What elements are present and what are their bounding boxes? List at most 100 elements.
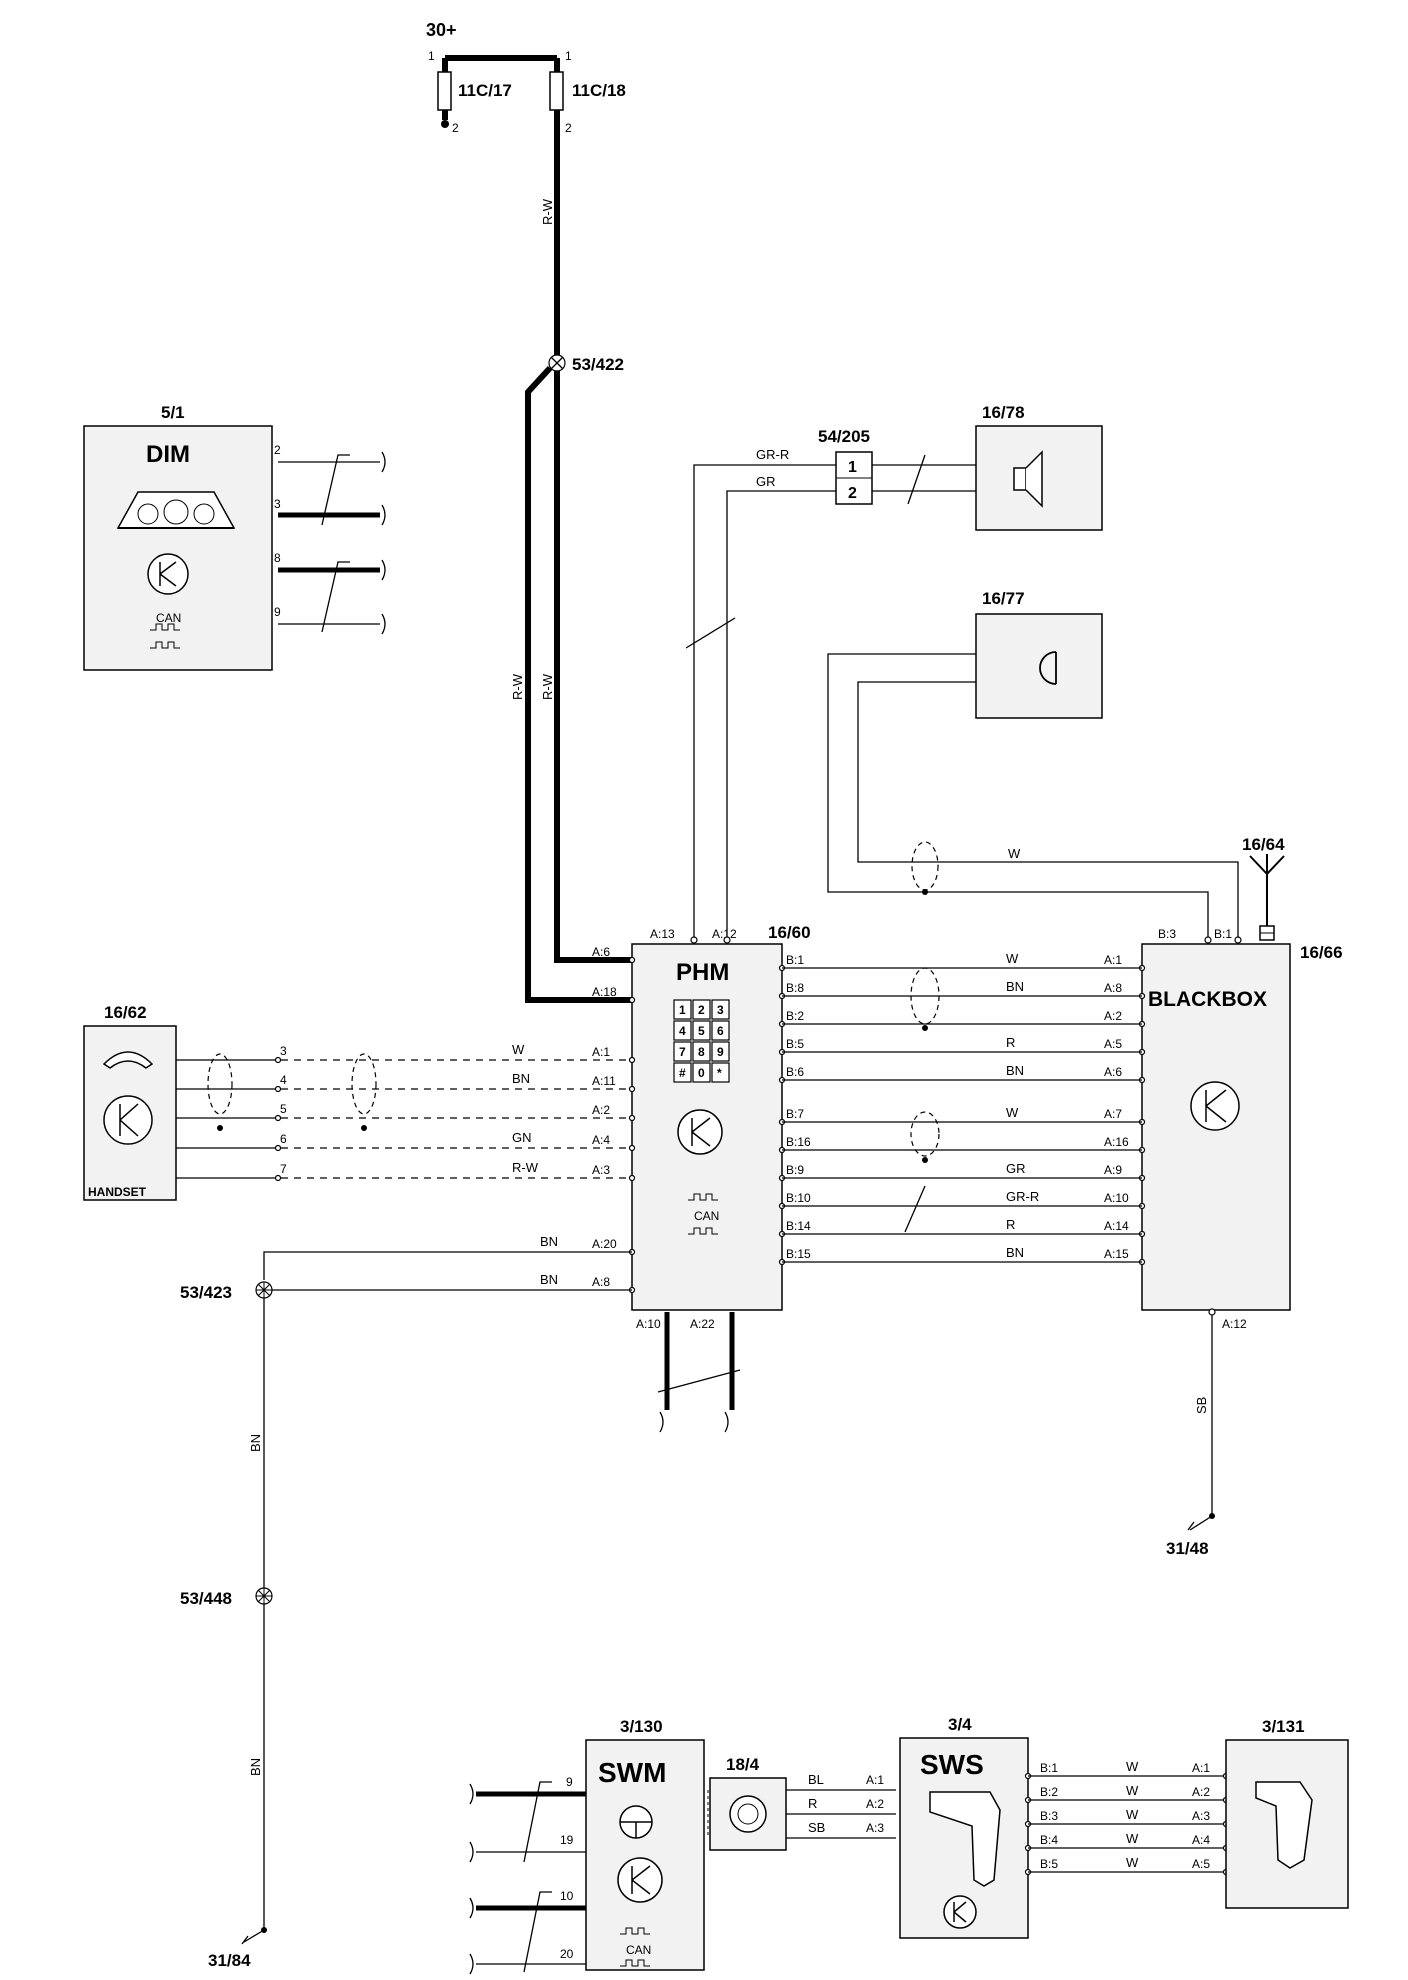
wire-label-rw-left: R-W xyxy=(510,673,525,700)
rw-feed-a18 xyxy=(525,365,632,1003)
blackbox-left-pin-label: A:6 xyxy=(1104,1065,1122,1079)
dim-module xyxy=(83,425,273,671)
fuse-17-pin2: 2 xyxy=(452,121,459,135)
keypad-key xyxy=(711,1041,730,1062)
clockspring-contacts xyxy=(703,1790,709,1838)
handset-pin-label: 7 xyxy=(280,1162,287,1176)
blackbox-title: BLACKBOX xyxy=(1148,988,1267,1011)
wire-label-sb: SB xyxy=(1194,1397,1209,1414)
keypad-key xyxy=(711,1020,730,1041)
splice-53-423-mark xyxy=(256,1282,272,1298)
swm-wire-breaks xyxy=(469,1783,474,1975)
keypad-key xyxy=(673,1020,692,1041)
phm-left-pins: A:6A:18A:1A:11A:2A:4A:3A:20A:8 xyxy=(592,945,636,1294)
dim-id: 5/1 xyxy=(161,403,185,422)
sws-right-pin-label: B:4 xyxy=(1040,1833,1058,1847)
handset-pin-label: 4 xyxy=(280,1073,287,1087)
phm-right-pins: B:1B:8B:2B:5B:6B:7B:16B:9B:10B:14B:15 xyxy=(778,953,811,1266)
phm-title: PHM xyxy=(676,959,729,986)
supply-label: 30+ xyxy=(426,20,457,40)
phm-bottom-twist xyxy=(657,1369,741,1393)
blackbox-term-b1 xyxy=(1234,936,1242,944)
blackbox-left-pin-label: A:14 xyxy=(1104,1219,1129,1233)
handset-shield-drain-1 xyxy=(217,1125,223,1131)
wire-label-gr: GR xyxy=(756,474,776,489)
phm-pin-a10: A:10 xyxy=(636,1317,661,1331)
sws-title: SWS xyxy=(920,1749,984,1780)
dim-pin-8: 8 xyxy=(274,551,281,565)
phm-right-pin-label: B:14 xyxy=(786,1219,811,1233)
dim-pin-3: 3 xyxy=(274,497,281,511)
blackbox-left-pin-label: A:5 xyxy=(1104,1037,1122,1051)
keypad-key xyxy=(673,999,692,1020)
mic-shield xyxy=(911,841,939,891)
can-wave-icon xyxy=(150,623,180,631)
phm-left-terminal xyxy=(628,1174,636,1182)
fuse-18-label: 11C/18 xyxy=(572,81,626,100)
ground-31-48: 31/48 xyxy=(1166,1539,1209,1558)
swm-pin-19: 19 xyxy=(560,1833,574,1847)
phm-left-terminal xyxy=(628,1114,636,1122)
can-wave-icon-2 xyxy=(150,641,180,649)
fuse-17-end xyxy=(441,120,449,128)
swm-transistor-icon xyxy=(617,1857,663,1903)
handset-shield-2 xyxy=(351,1053,377,1115)
phm-right-pin-label: B:15 xyxy=(786,1247,811,1261)
ground-31-84-icon xyxy=(241,1929,265,1945)
handset-pin-label: 3 xyxy=(280,1044,287,1058)
wire-label-rw-top: R-W xyxy=(540,198,555,225)
phm-left-pin-label: A:1 xyxy=(592,1045,610,1059)
keypad-key xyxy=(692,1062,711,1083)
blackbox-transistor-icon xyxy=(1190,1081,1240,1131)
blackbox-left-pin-label: A:1 xyxy=(1104,953,1122,967)
rw-feed-a6 xyxy=(554,371,632,963)
speaker-module xyxy=(975,425,1103,531)
swm-pin-10: 10 xyxy=(560,1889,574,1903)
connector-54-205-id: 54/205 xyxy=(818,427,870,446)
microphone-id: 16/77 xyxy=(982,589,1025,608)
handset-pin-label: 6 xyxy=(280,1132,287,1146)
clockspring-icon xyxy=(729,1795,767,1833)
phm-blackbox-wire-label: R xyxy=(1006,1035,1015,1050)
phm-blackbox-wire-label: W xyxy=(1006,951,1019,966)
swm-can-wave-icon-2 xyxy=(620,1959,650,1967)
handset-icon xyxy=(102,1051,154,1069)
sws-right-pin-label: B:1 xyxy=(1040,1761,1058,1775)
keypad-key-label: * xyxy=(717,1066,722,1080)
sw131-module xyxy=(1225,1739,1349,1909)
phm-blackbox-wire-label: GR xyxy=(1006,1161,1026,1176)
phm-left-terminal xyxy=(628,996,636,1004)
phm-right-pin-label: B:16 xyxy=(786,1135,811,1149)
sws-right-pin-label: B:5 xyxy=(1040,1857,1058,1871)
handset-terminal xyxy=(274,1174,282,1182)
swm-title: SWM xyxy=(598,1757,666,1788)
phm-left-pin-label: A:6 xyxy=(592,945,610,959)
blackbox-pin-b3: B:3 xyxy=(1158,927,1176,941)
wire-label-gr-r: GR-R xyxy=(756,447,789,462)
phm-left-pin-label: A:3 xyxy=(592,1163,610,1177)
blackbox-left-pins: A:1A:8A:2A:5A:6A:7A:16A:9A:10A:14A:15 xyxy=(1104,953,1146,1266)
phm-blackbox-wire-label: W xyxy=(1006,1105,1019,1120)
keypad-key-label: 4 xyxy=(679,1024,686,1038)
dim-can-label: CAN xyxy=(156,611,181,625)
twist-mark-b9-b10 xyxy=(904,1185,926,1233)
dim-pin-2: 2 xyxy=(274,443,281,457)
sw131-pin-label: A:1 xyxy=(1192,1761,1210,1775)
blackbox-left-pin-label: A:10 xyxy=(1104,1191,1129,1205)
keypad-key xyxy=(692,1041,711,1062)
shield-b7-b16 xyxy=(910,1111,940,1157)
sws-pin-a3: A:3 xyxy=(866,1821,884,1835)
transistor-icon xyxy=(147,553,189,595)
microphone-module xyxy=(975,613,1103,719)
keypad-key xyxy=(711,999,730,1020)
sw131-pin-label: A:4 xyxy=(1192,1833,1210,1847)
wire-label-a8: BN xyxy=(540,1272,558,1287)
phm-left-pin-label: A:18 xyxy=(592,985,617,999)
swm-module xyxy=(585,1739,705,1971)
clockspring-inner xyxy=(737,1803,759,1825)
phm-right-pin-label: B:10 xyxy=(786,1191,811,1205)
